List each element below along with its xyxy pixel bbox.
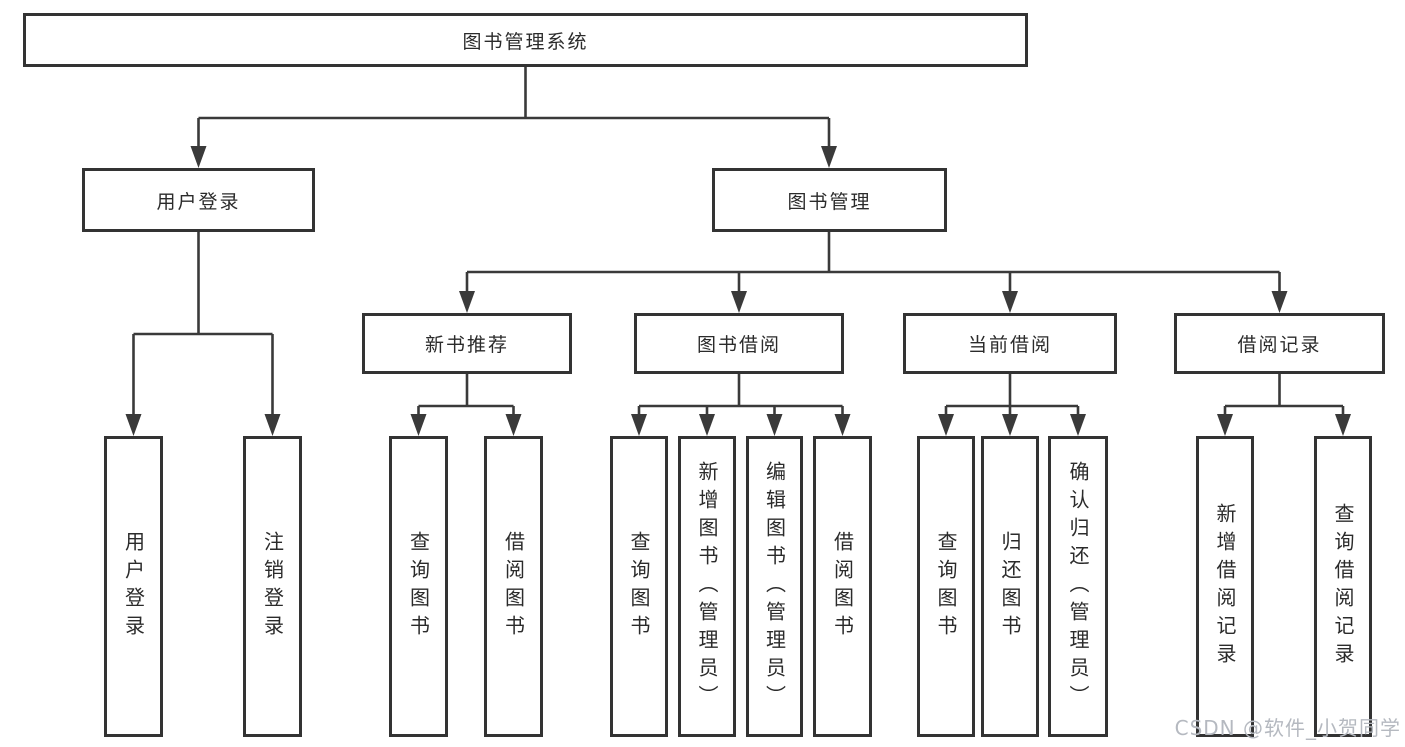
leaf-label: 查询借阅记录 (1331, 502, 1355, 671)
watermark: CSDN @软件_小贺同学 (1174, 716, 1401, 740)
leaf-borrow-books: 借阅图书 (813, 436, 872, 737)
node-label: 借阅记录 (1237, 334, 1322, 356)
leaf-query-borrow-record: 查询借阅记录 (1314, 436, 1372, 737)
node-current-borrow: 当前借阅 (903, 313, 1117, 374)
leaf-user-login: 用户登录 (104, 436, 163, 737)
leaf-edit-books-admin: 编辑图书（管理员） (746, 436, 803, 737)
node-label: 当前借阅 (967, 334, 1052, 356)
node-new-book-recommend: 新书推荐 (362, 313, 572, 374)
node-label: 新书推荐 (424, 334, 509, 356)
leaf-label: 确认归还（管理员） (1066, 460, 1090, 713)
leaf-return-books: 归还图书 (981, 436, 1039, 737)
leaf-query-books-current: 查询图书 (917, 436, 975, 737)
leaf-confirm-return-admin: 确认归还（管理员） (1048, 436, 1108, 737)
node-user-login: 用户登录 (82, 168, 315, 232)
leaf-query-books-borrow: 查询图书 (610, 436, 668, 737)
node-label: 图书管理 (787, 190, 872, 213)
leaf-label: 借阅图书 (830, 530, 855, 643)
node-library-system: 图书管理系统 (23, 13, 1028, 67)
leaf-label: 编辑图书（管理员） (762, 460, 787, 713)
node-label: 图书借阅 (696, 334, 781, 356)
leaf-label: 借阅图书 (501, 530, 526, 643)
leaf-label: 查询图书 (627, 530, 651, 643)
leaf-logout: 注销登录 (243, 436, 302, 737)
node-borrow-records: 借阅记录 (1174, 313, 1385, 374)
leaf-add-books-admin: 新增图书（管理员） (678, 436, 736, 737)
leaf-label: 查询图书 (406, 530, 431, 643)
node-label: 用户登录 (156, 190, 241, 213)
node-book-borrow: 图书借阅 (634, 313, 844, 374)
leaf-label: 查询图书 (934, 530, 958, 643)
leaf-borrow-books-recommend: 借阅图书 (484, 436, 543, 737)
leaf-add-borrow-record: 新增借阅记录 (1196, 436, 1254, 737)
leaf-label: 归还图书 (998, 530, 1022, 643)
leaf-label: 用户登录 (121, 530, 146, 643)
leaf-label: 新增借阅记录 (1213, 502, 1237, 671)
leaf-label: 注销登录 (260, 530, 285, 643)
leaf-query-books-recommend: 查询图书 (389, 436, 448, 737)
node-book-management: 图书管理 (712, 168, 947, 232)
leaf-label: 新增图书（管理员） (695, 460, 719, 713)
node-label: 图书管理系统 (462, 30, 589, 53)
